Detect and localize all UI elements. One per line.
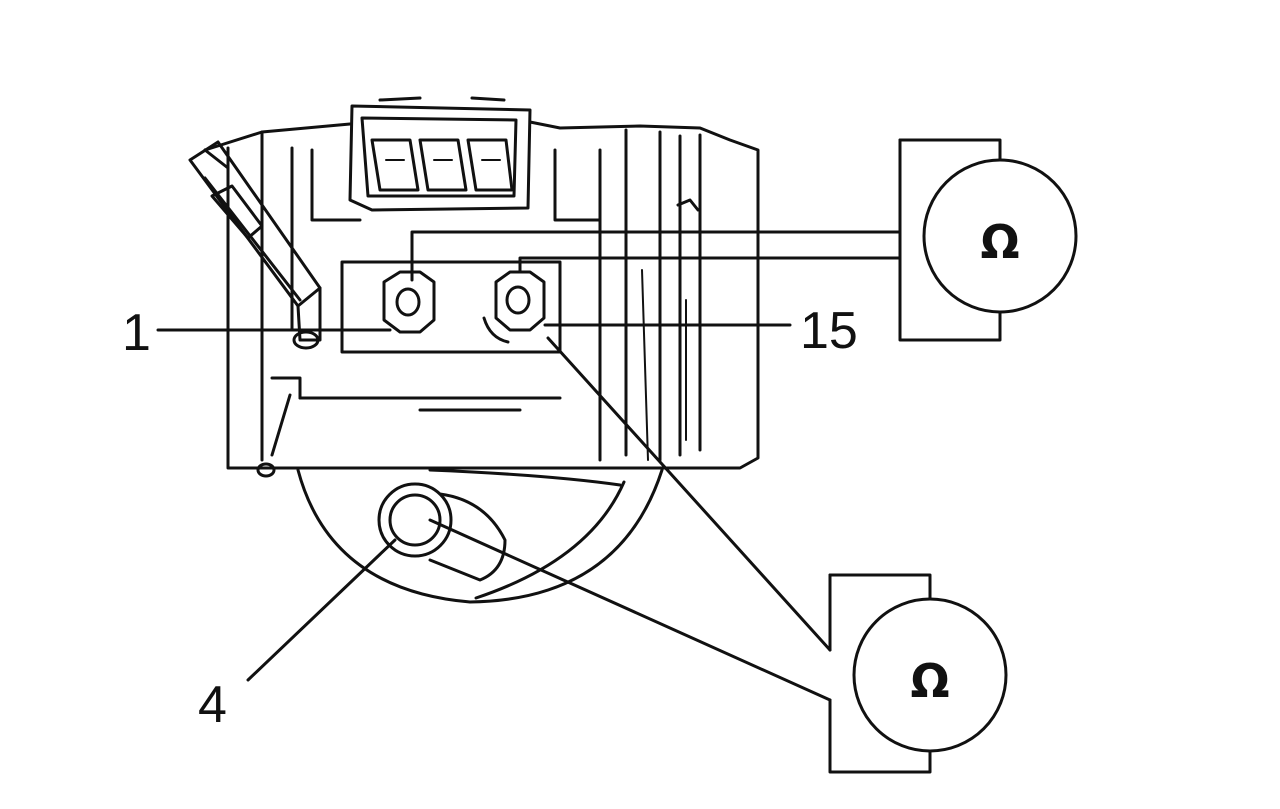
ht-tower xyxy=(296,468,664,604)
leader-lines xyxy=(156,323,792,682)
label-terminal-1: 1 xyxy=(122,304,151,362)
mounting-bracket xyxy=(188,140,322,350)
ohmmeter-icon xyxy=(922,158,1078,314)
label-terminal-4: 4 xyxy=(198,676,227,734)
test-leads xyxy=(428,336,832,702)
coil-housing xyxy=(203,120,760,478)
ohm-symbol: Ω xyxy=(980,215,1019,269)
terminal-nut-1 xyxy=(382,270,436,334)
ohmmeter-lower: Ω xyxy=(828,573,1008,774)
label-terminal-15: 15 xyxy=(800,302,858,360)
ohmmeter-upper: Ω xyxy=(410,138,1078,342)
ohmmeter-icon xyxy=(852,597,1008,753)
ohm-symbol: Ω xyxy=(910,654,949,708)
connector-plug xyxy=(348,96,532,212)
terminal-nut-15 xyxy=(482,270,546,344)
